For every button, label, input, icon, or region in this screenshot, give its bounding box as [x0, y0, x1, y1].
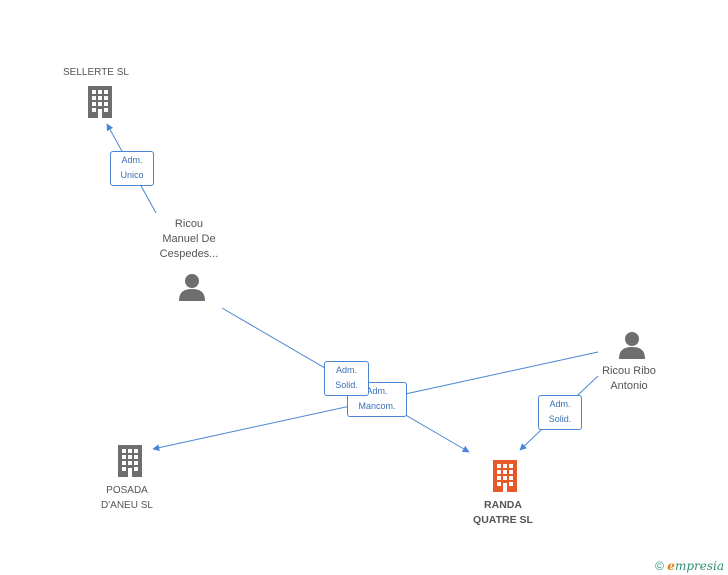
person-icon[interactable]: [177, 272, 207, 302]
company-label-sellerte[interactable]: SELLERTE SL: [63, 67, 129, 78]
role-badge-adm-solid[interactable]: Adm. Solid.: [324, 361, 369, 396]
role-badge-adm-unico[interactable]: Adm. Unico: [110, 151, 154, 186]
role-badge-adm-solid[interactable]: Adm. Solid.: [538, 395, 582, 430]
building-icon[interactable]: [490, 459, 520, 493]
company-label-posada[interactable]: POSADA D'ANEU SL: [101, 485, 153, 511]
building-icon[interactable]: [85, 85, 115, 119]
empresia-watermark: © empresia: [655, 559, 724, 573]
person-icon[interactable]: [617, 330, 647, 360]
person-label-ricou-ribo[interactable]: Ricou Ribo Antonio: [602, 365, 656, 392]
person-label-ricou-manuel[interactable]: Ricou Manuel De Cespedes...: [159, 218, 219, 260]
company-label-randa[interactable]: RANDA QUATRE SL: [473, 499, 533, 526]
brand-logo: empresia: [667, 559, 724, 573]
copyright-symbol: ©: [655, 559, 664, 573]
building-icon[interactable]: [115, 444, 145, 478]
